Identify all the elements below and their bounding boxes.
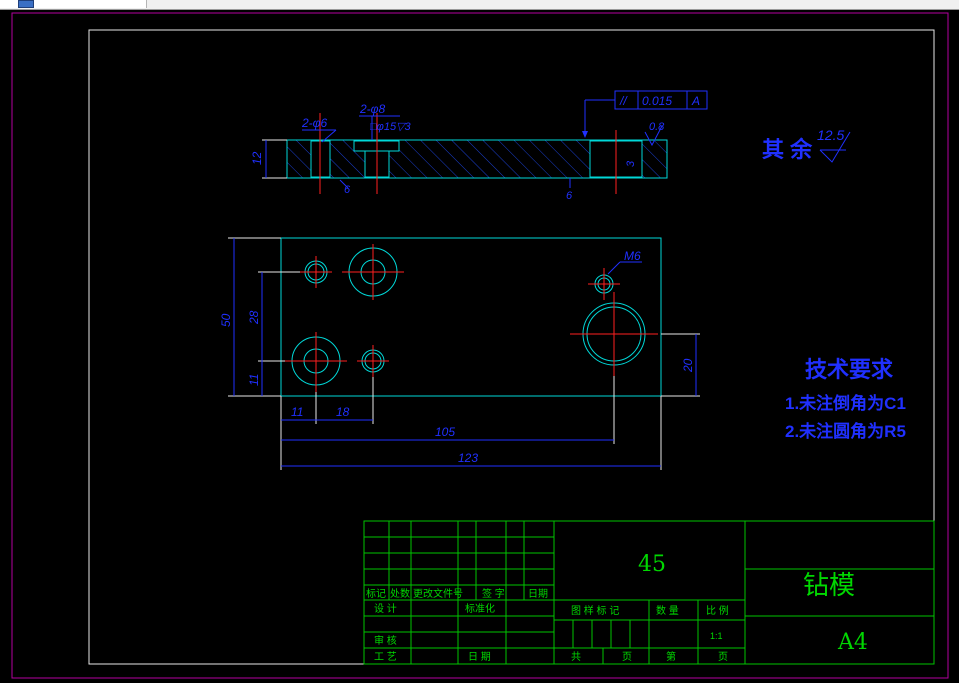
tech-req-item-1: 1.未注倒角为C1 bbox=[785, 393, 906, 413]
technical-requirements: 技术要求 1.未注倒角为C1 2.未注圆角为R5 bbox=[785, 357, 906, 441]
surface-note-label: 其 余 bbox=[762, 137, 813, 162]
tb-sign: 签 字 bbox=[482, 587, 505, 600]
dim-105: 105 bbox=[435, 425, 455, 439]
depth-left-label: 6 bbox=[344, 184, 351, 196]
tb-total: 共 bbox=[571, 651, 581, 663]
tb-ratio: 比 例 bbox=[706, 604, 729, 617]
tb-process: 工 艺 bbox=[374, 651, 397, 663]
surface-note-value: 12.5 bbox=[817, 127, 844, 143]
datum-ref: A bbox=[691, 94, 700, 108]
tb-no: 第 bbox=[666, 650, 676, 663]
dim-11-v: 11 bbox=[247, 374, 261, 386]
dim-50: 50 bbox=[219, 313, 233, 327]
tb-date2: 日 期 bbox=[468, 651, 491, 663]
surface-roughness-note: 其 余 12.5 bbox=[762, 127, 851, 163]
dim-18: 18 bbox=[336, 405, 350, 419]
title-block bbox=[363, 520, 935, 665]
tb-date: 日期 bbox=[528, 588, 548, 600]
tolerance-value: 0.015 bbox=[642, 94, 672, 108]
part-name-label: 钻模 bbox=[803, 570, 855, 600]
thread-label: M6 bbox=[624, 249, 641, 263]
tb-design: 设 计 bbox=[374, 602, 397, 615]
tb-page2: 页 bbox=[718, 651, 728, 663]
dim-11-h: 11 bbox=[291, 405, 303, 419]
depth-right-label: 6 bbox=[566, 190, 573, 202]
tolerance-frame bbox=[614, 90, 708, 110]
sheet-outer-border bbox=[11, 12, 949, 679]
tb-standard: 标准化 bbox=[465, 602, 495, 615]
material-label: 45 bbox=[638, 552, 666, 577]
holes-6-label: 2-φ6 bbox=[301, 116, 327, 130]
counterbore-label: □φ15▽3 bbox=[370, 121, 412, 133]
tb-review: 审 核 bbox=[374, 634, 397, 647]
chamfer-label: 0.8 bbox=[649, 121, 665, 133]
holes-8-label: 2-φ8 bbox=[359, 102, 385, 116]
dim-20: 20 bbox=[681, 358, 695, 373]
tb-change-doc: 更改文件号 bbox=[413, 587, 463, 600]
tb-quantity: 数 量 bbox=[656, 604, 679, 617]
window-tab-bar bbox=[0, 0, 959, 10]
tb-count: 处数 bbox=[390, 587, 410, 600]
cad-canvas[interactable]: 12 2-φ6 2-φ8 □φ15▽3 6 6 // 0.015 A 0.8 3 bbox=[0, 10, 959, 683]
plan-body bbox=[280, 237, 662, 397]
height-dim: 12 bbox=[250, 151, 264, 165]
drawing-tab[interactable] bbox=[0, 0, 147, 8]
tech-req-item-2: 2.未注圆角为R5 bbox=[785, 421, 906, 441]
section-view: 12 2-φ6 2-φ8 □φ15▽3 6 6 // 0.015 A 0.8 3 bbox=[250, 90, 708, 202]
tb-mark: 标记 bbox=[366, 588, 386, 600]
sheet-size-label: A4 bbox=[837, 630, 868, 655]
tech-req-title: 技术要求 bbox=[805, 357, 893, 382]
dim-28: 28 bbox=[247, 310, 261, 325]
plan-view: M6 50 28 11 20 11 18 105 123 bbox=[219, 237, 700, 470]
tb-page: 页 bbox=[622, 651, 632, 663]
drawing-file-icon bbox=[18, 0, 34, 8]
right-dim-label: 3 bbox=[625, 160, 637, 167]
parallelism-symbol: // bbox=[619, 94, 628, 108]
tb-scale: 1:1 bbox=[710, 631, 723, 641]
title-block-text: 标记 处数 更改文件号 签 字 日期 设 计 标准化 审 核 工 艺 日 期 图… bbox=[366, 587, 729, 663]
tb-drawing-mark: 图 样 标 记 bbox=[571, 604, 619, 617]
dim-123: 123 bbox=[458, 451, 478, 465]
